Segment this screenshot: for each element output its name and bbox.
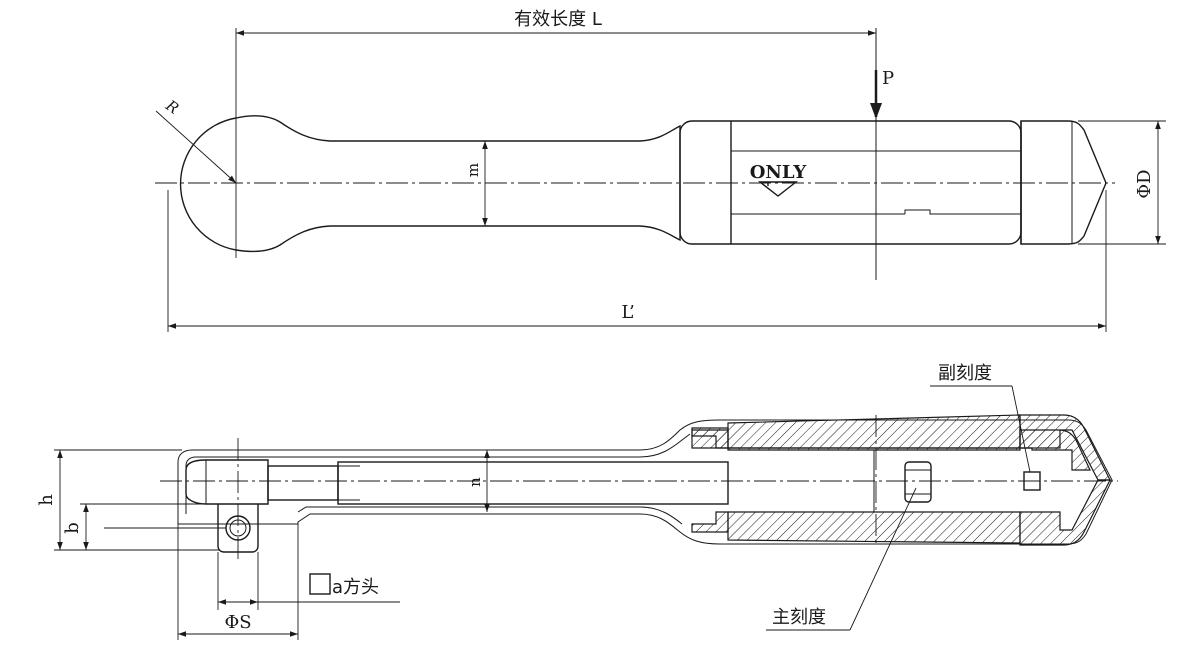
label-height-h: h	[36, 494, 57, 506]
square-symbol-icon	[309, 573, 331, 595]
shaft-end	[267, 465, 339, 501]
label-handle-m: m	[464, 163, 482, 177]
drive-ball-inner	[229, 519, 247, 537]
cap-top-hatch	[1019, 414, 1111, 481]
section-view: n h b a方头 ΦS 副刻度 主刻度	[36, 363, 1118, 640]
grip-end-cap	[1020, 120, 1107, 245]
only-arrow-icon	[757, 181, 799, 197]
primary-scale-window	[904, 461, 932, 503]
section-inner-outline	[185, 433, 691, 525]
label-secondary-scale: 副刻度	[938, 363, 992, 384]
label-height-b: b	[62, 522, 83, 534]
label-square-drive: a方头	[332, 577, 379, 598]
label-effective-length: 有效长度 L	[514, 9, 602, 30]
grip-inner-bottom	[691, 511, 729, 533]
label-only: ONLY	[750, 162, 808, 183]
load-arrow-head	[870, 103, 882, 119]
shaft	[337, 461, 729, 505]
label-handle-n: n	[466, 477, 484, 487]
wrench-body-outline	[179, 115, 681, 253]
label-grip-diameter: ΦD	[1134, 169, 1155, 198]
grip-inner-top	[691, 427, 729, 449]
scale-window-notch	[904, 209, 1021, 215]
label-load-point: P	[882, 68, 894, 89]
label-radius: R	[162, 96, 182, 118]
square-drive	[217, 504, 259, 553]
label-shaft-diameter: ΦS	[224, 612, 251, 633]
ratchet-head	[185, 459, 269, 505]
label-primary-scale: 主刻度	[772, 607, 826, 628]
label-total-length: L’	[621, 302, 634, 323]
top-view: 有效长度 L P R m ONLY ΦD	[155, 9, 1166, 332]
cap-bottom-hatch	[1019, 479, 1111, 546]
handle-shell-bottom	[727, 511, 1021, 544]
leader-secondary-scale	[1011, 385, 1031, 473]
dim-radius	[155, 110, 237, 184]
leader-primary-scale	[849, 487, 917, 631]
